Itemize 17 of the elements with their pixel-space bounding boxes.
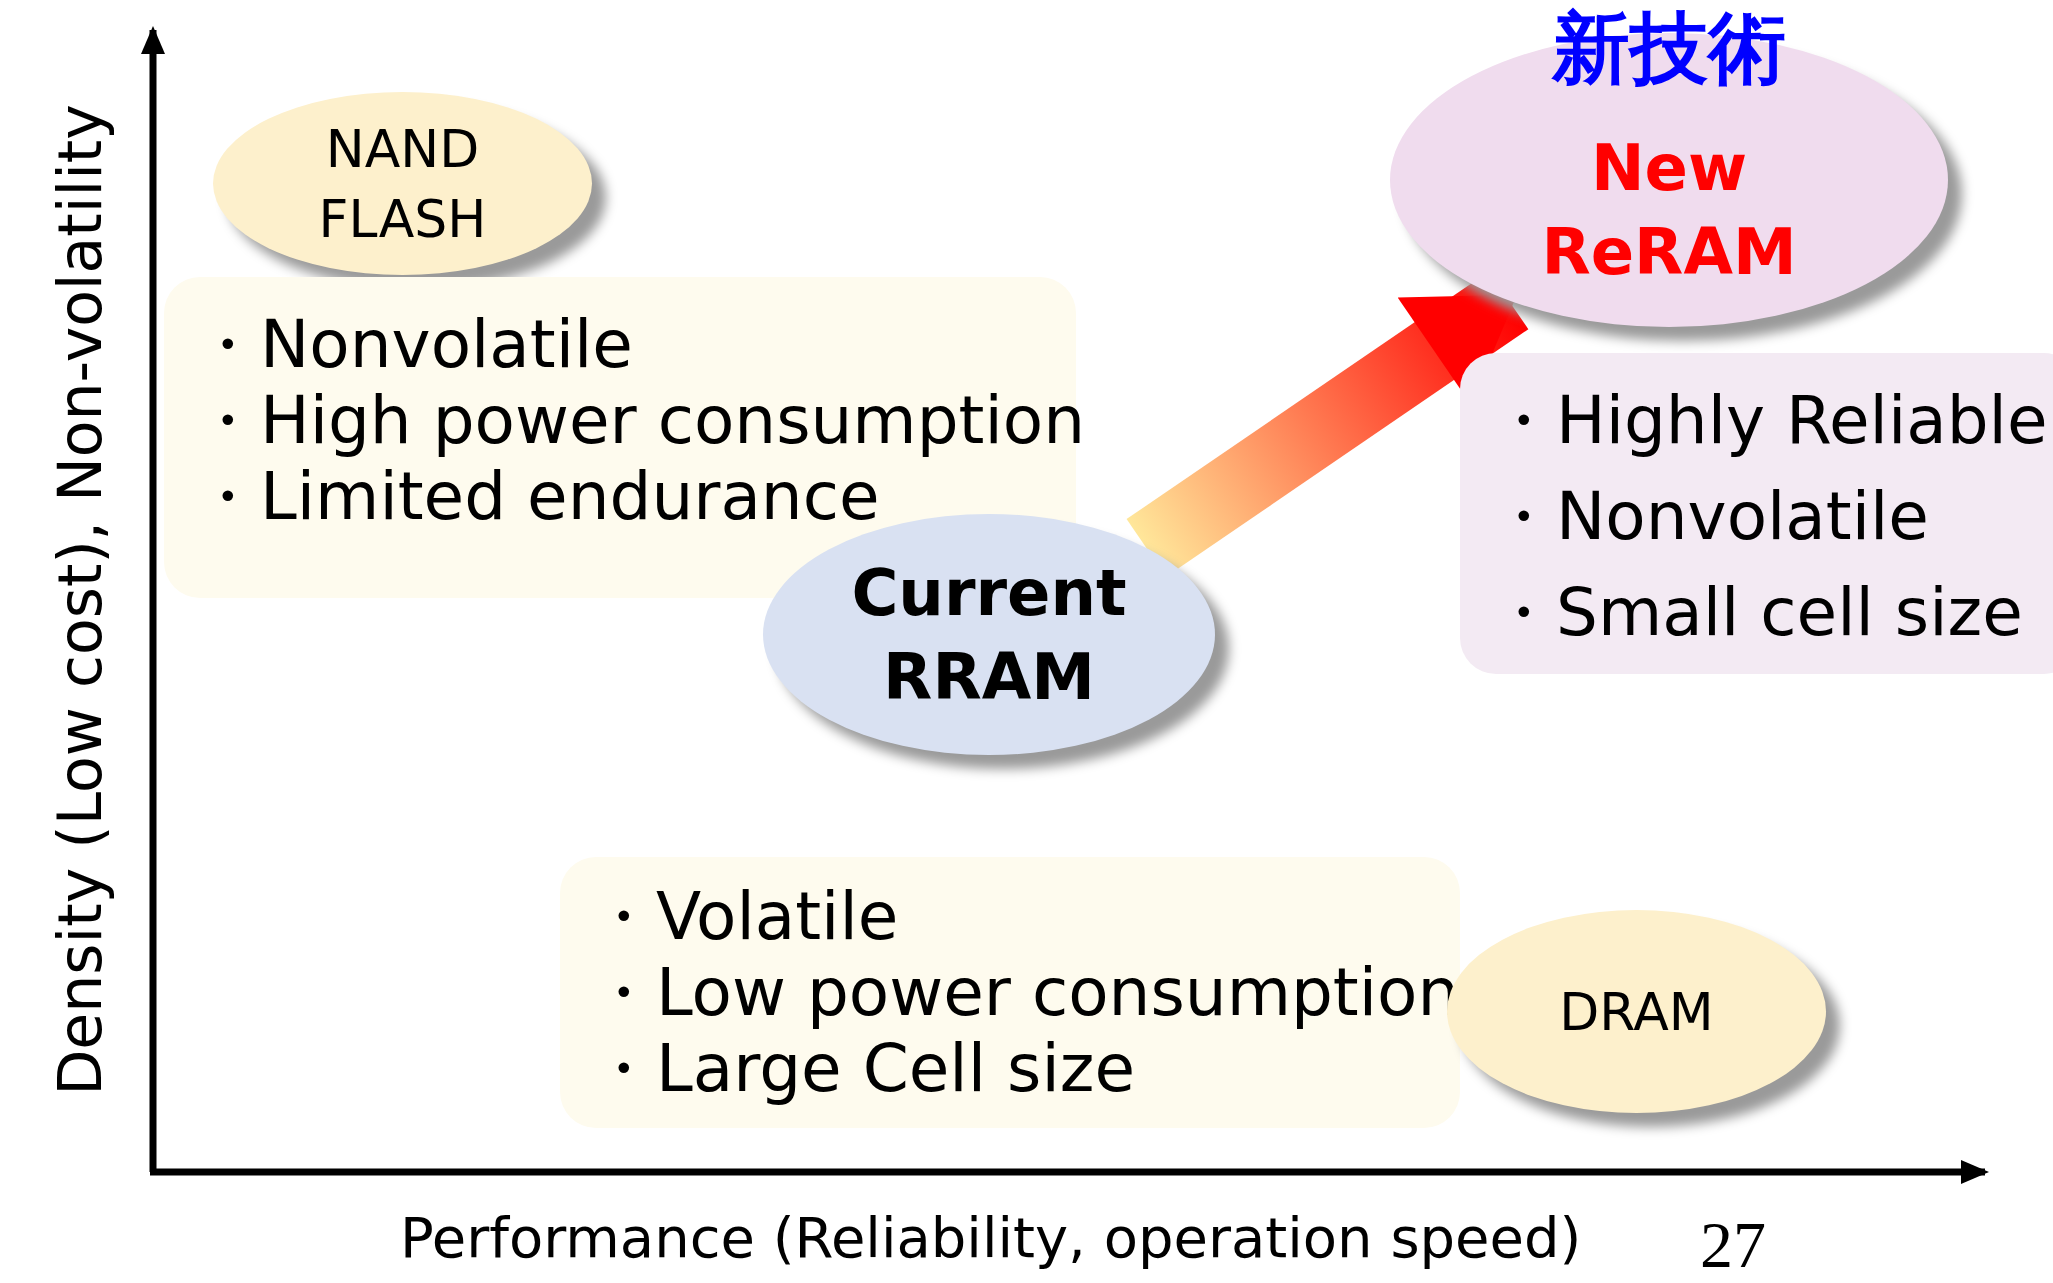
page-number: 27 [1700,1212,1766,1278]
node-label: NAND FLASH [317,117,488,251]
heading: 新技術 [1552,5,1786,91]
list-item: ・Large Cell size [590,1030,1136,1107]
text-panel [560,857,1460,1128]
list-item: ・Highly Reliable [1490,381,2048,461]
list-item: ・Nonvolatile [1490,477,1930,557]
list-item: ・Volatile [590,878,900,955]
list-item: ・Small cell size [1490,573,2024,653]
node-label: New ReRAM [1540,130,1798,291]
list-item: ・Nonvolatile [194,307,634,383]
list-item: ・Limited endurance [194,459,881,535]
list-item: ・Low power consumption [590,954,1460,1031]
list-item: ・High power consumption [194,383,1085,459]
text-panel [1460,353,2053,674]
node-label: Current RRAM [850,554,1128,716]
node-label: DRAM [1558,980,1715,1044]
